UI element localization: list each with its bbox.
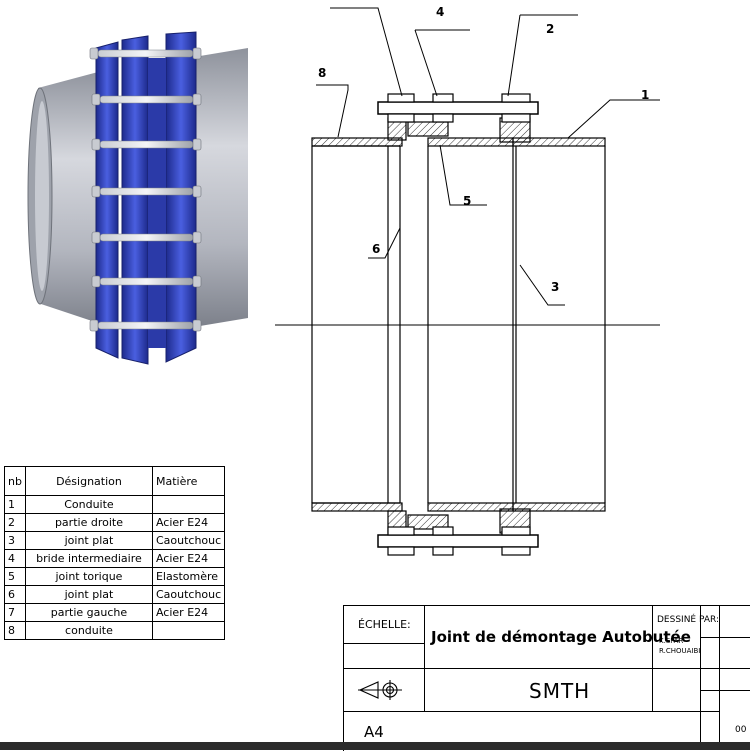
bom-material	[151, 495, 226, 514]
sheet-format: A4	[364, 723, 384, 741]
flange-top-mid	[407, 121, 449, 137]
projection-symbol-icon	[358, 680, 402, 700]
bom-header-designation: Désignation	[24, 466, 153, 496]
callout-8: 8	[318, 66, 327, 80]
bom-nb: 7	[4, 603, 26, 622]
drawing-title: Joint de démontage Autobutée	[431, 628, 691, 646]
title-block: ÉCHELLE: Joint de démontage Autobutée DE…	[343, 605, 750, 751]
scale-label: ÉCHELLE:	[358, 618, 411, 631]
bom-designation: Conduite	[24, 495, 153, 514]
bom-nb: 6	[4, 585, 26, 604]
callout-3: 3	[551, 280, 560, 294]
bom-material: Acier E24	[151, 549, 226, 568]
bom-material	[151, 621, 226, 640]
tie-rod-bottom	[377, 534, 539, 548]
bom-nb: 1	[4, 495, 26, 514]
author-name: K.SFAR	[659, 637, 684, 645]
left-pipe	[38, 68, 113, 328]
bom-designation: joint plat	[24, 585, 153, 604]
sheet-edge-text: 00	[735, 725, 747, 735]
callout-6: 6	[372, 242, 381, 256]
right-pipe	[188, 48, 248, 328]
leader-lines	[316, 7, 660, 306]
bom-designation: bride intermediaire	[24, 549, 153, 568]
bom-material: Caoutchouc	[151, 531, 226, 550]
bom-material: Acier E24	[151, 513, 226, 532]
bom-material: Acier E24	[151, 603, 226, 622]
bom-nb: 4	[4, 549, 26, 568]
bom-nb: 2	[4, 513, 26, 532]
bom-designation: joint plat	[24, 531, 153, 550]
bom-header-nb: nb	[4, 466, 26, 496]
bom-material: Caoutchouc	[151, 585, 226, 604]
joint-3d-render	[27, 31, 248, 365]
callout-2: 2	[546, 22, 555, 36]
author-name: R.CHOUAIBI	[659, 647, 701, 655]
bom-designation: partie droite	[24, 513, 153, 532]
callout-1: 1	[641, 88, 650, 102]
bom-header-material: Matière	[151, 466, 226, 496]
bom-designation: partie gauche	[24, 603, 153, 622]
bom-nb: 5	[4, 567, 26, 586]
bom-material: Elastomère	[151, 567, 226, 586]
nuts	[89, 47, 202, 332]
bom-designation: joint torique	[24, 567, 153, 586]
tie-rod-top	[377, 101, 539, 115]
flange-bottom-mid	[407, 514, 449, 530]
bottom-bar	[0, 742, 750, 750]
pipe-wall-right-bottom	[512, 502, 606, 512]
bom-nb: 3	[4, 531, 26, 550]
bom-designation: conduite	[24, 621, 153, 640]
callout-5: 5	[463, 194, 472, 208]
section-drawing	[275, 7, 660, 556]
drawn-by-label: DESSINÉ PAR:	[657, 615, 719, 625]
pipe-wall-left-bottom	[311, 502, 403, 512]
bom-nb: 8	[4, 621, 26, 640]
company-name: SMTH	[529, 679, 591, 703]
callout-4: 4	[436, 5, 445, 19]
